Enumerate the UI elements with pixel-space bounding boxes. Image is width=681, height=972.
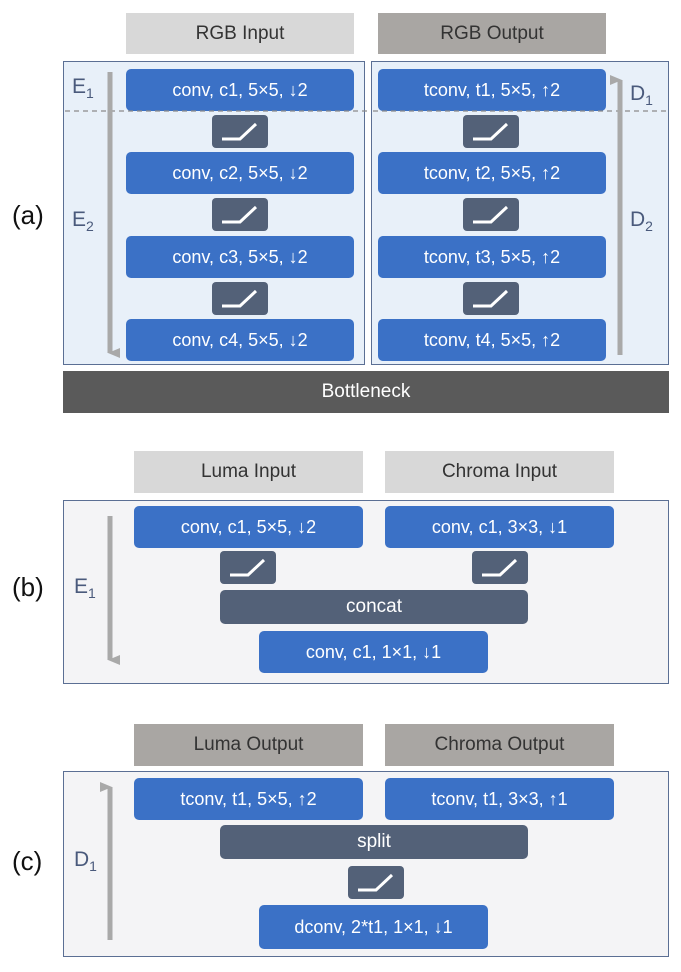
e1-label: E1 [72,75,94,102]
luma-conv-block: conv, c1, 5×5, ↓2 [134,506,363,548]
decoder-block-3: tconv, t3, 5×5, ↑2 [378,236,606,278]
relu-activation-icon [212,282,268,315]
relu-activation-icon [212,198,268,231]
panel-label-b: (b) [12,572,44,602]
encoder-block-3: conv, c3, 5×5, ↓2 [126,236,354,278]
d2-label: D2 [630,208,653,235]
chroma-tconv-block: tconv, t1, 3×3, ↑1 [385,778,614,820]
relu-activation-icon [212,115,268,148]
d1-label: D1 [630,82,653,109]
relu-activation-icon [463,282,519,315]
luma-tconv-block: tconv, t1, 5×5, ↑2 [134,778,363,820]
relu-activation-icon [220,551,276,584]
luma-output-header: Luma Output [134,724,363,766]
decoder-block-1: tconv, t1, 5×5, ↑2 [378,69,606,111]
e2-label: E2 [72,208,94,235]
rgb-output-header: RGB Output [378,13,606,54]
split-block: split [220,825,528,859]
encoder-block-4: conv, c4, 5×5, ↓2 [126,319,354,361]
relu-activation-icon [463,198,519,231]
relu-activation-icon [348,866,404,899]
fusion-conv-block: conv, c1, 1×1, ↓1 [259,631,488,673]
dconv-block: dconv, 2*t1, 1×1, ↓1 [259,905,488,949]
relu-activation-icon [472,551,528,584]
decoder-block-2: tconv, t2, 5×5, ↑2 [378,152,606,194]
rgb-input-header: RGB Input [126,13,354,54]
panel-label-c: (c) [12,846,43,876]
chroma-input-header: Chroma Input [385,451,614,493]
d1-label-c: D1 [74,848,97,875]
concat-block: concat [220,590,528,624]
e1-label-b: E1 [74,575,96,602]
panel-label-a: (a) [12,200,44,230]
bottleneck-bar: Bottleneck [63,371,669,413]
decoder-block-4: tconv, t4, 5×5, ↑2 [378,319,606,361]
chroma-output-header: Chroma Output [385,724,614,766]
chroma-conv-block: conv, c1, 3×3, ↓1 [385,506,614,548]
encoder-block-2: conv, c2, 5×5, ↓2 [126,152,354,194]
encoder-block-1: conv, c1, 5×5, ↓2 [126,69,354,111]
relu-activation-icon [463,115,519,148]
luma-input-header: Luma Input [134,451,363,493]
